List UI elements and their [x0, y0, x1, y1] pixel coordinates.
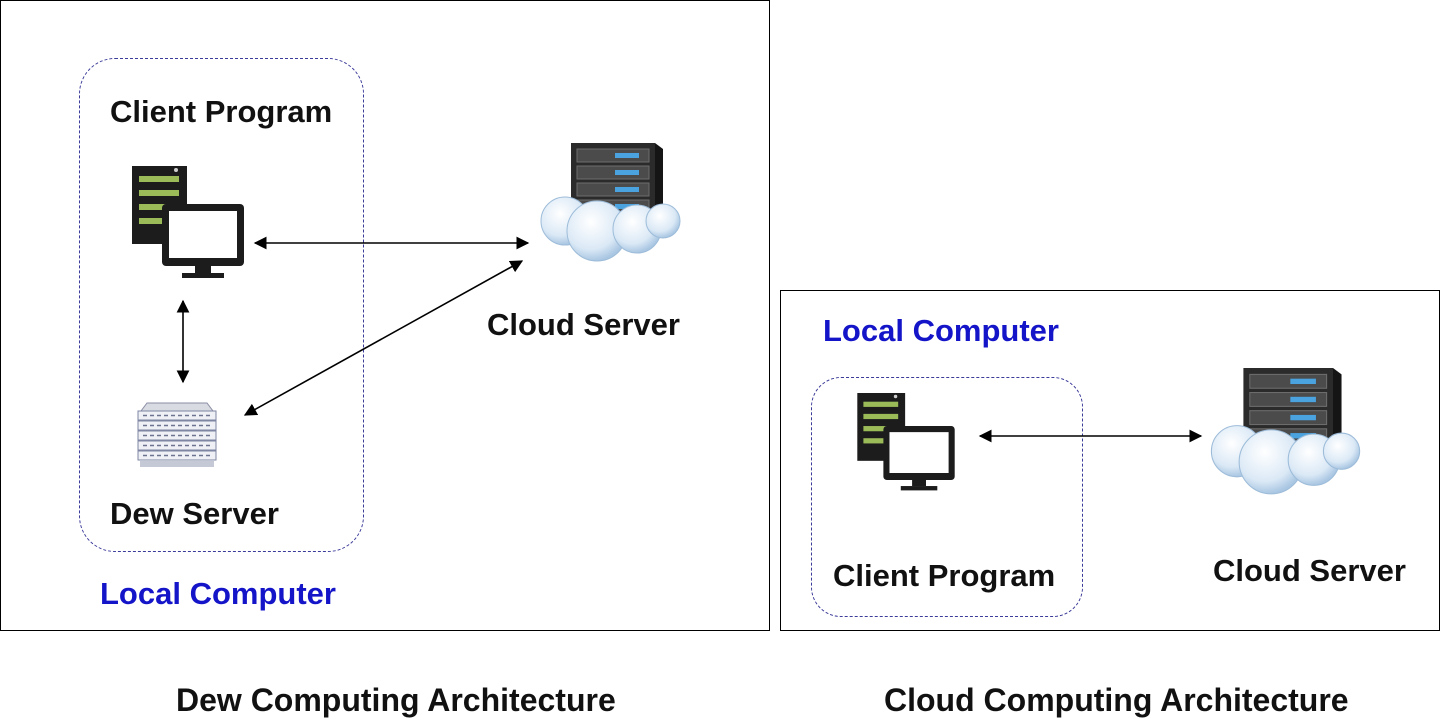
dew-connectors	[176, 236, 530, 416]
cloud-connectors	[978, 429, 1203, 443]
client-program-label: Client Program	[110, 94, 333, 129]
cloud-architecture-frame: Local Computer Client Program	[780, 290, 1440, 631]
client-workstation-icon	[857, 393, 955, 491]
dew-server-label: Dew Server	[110, 496, 279, 531]
cloud-server-icon	[1210, 368, 1361, 495]
local-computer-label: Local Computer	[100, 576, 336, 611]
cloud-server-icon	[540, 143, 681, 262]
dew-architecture-caption: Dew Computing Architecture	[176, 682, 616, 718]
client-workstation-icon	[132, 166, 244, 278]
client-program-label: Client Program	[833, 558, 1056, 593]
local-computer-boundary	[811, 377, 1083, 617]
dew-server-icon	[137, 402, 217, 467]
cloud-server-label: Cloud Server	[1213, 553, 1406, 588]
local-computer-label: Local Computer	[823, 313, 1059, 348]
dew-cloud-arrow	[243, 260, 524, 416]
cloud-architecture-caption: Cloud Computing Architecture	[884, 682, 1349, 718]
dew-architecture-frame: Client Program Dew Server	[0, 0, 770, 631]
